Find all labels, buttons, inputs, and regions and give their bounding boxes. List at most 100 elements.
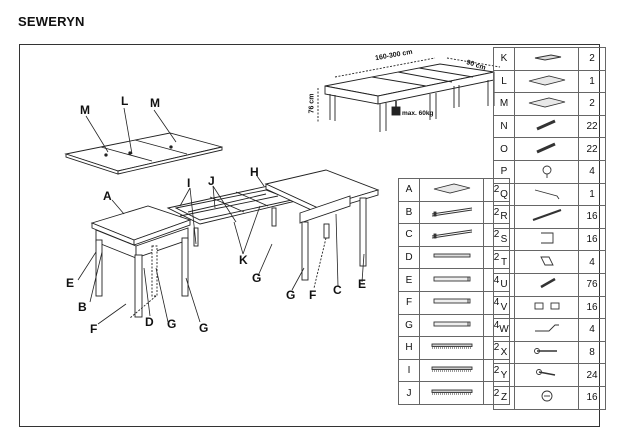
part-letter: T — [493, 250, 515, 274]
part-quantity: 76 — [578, 272, 606, 297]
callout-i: I — [187, 176, 191, 190]
part-letter: P — [493, 159, 515, 184]
callout-g: G — [199, 321, 209, 335]
part-letter: G — [398, 313, 420, 338]
parts-row: N 22 — [493, 114, 606, 139]
extension-panels-drawing — [64, 132, 223, 175]
part-letter: N — [493, 114, 515, 139]
clip-icon — [514, 318, 579, 342]
part-quantity: 24 — [578, 363, 606, 387]
part-quantity: 4 — [578, 159, 606, 184]
frame-rail-icon — [419, 200, 484, 225]
parts-row: R 16 — [493, 205, 606, 229]
wood-screw-icon — [514, 272, 579, 297]
angle-bracket-icon — [514, 250, 579, 274]
max-load-label: max. 60kg — [402, 110, 434, 117]
part-quantity: 16 — [578, 295, 606, 320]
part-letter: X — [493, 340, 515, 365]
slide-rail-icon — [419, 358, 484, 383]
part-quantity: 22 — [578, 114, 606, 139]
part-letter: Y — [493, 363, 515, 387]
part-letter: Z — [493, 385, 515, 410]
panel-icon — [514, 69, 579, 94]
callout-f: F — [90, 322, 98, 336]
cam-lock-icon — [514, 385, 579, 410]
part-letter: L — [493, 69, 515, 94]
part-letter: K — [493, 47, 515, 71]
assembled-table-drawing — [317, 57, 501, 132]
callout-b: B — [78, 300, 87, 314]
leg-icon — [419, 290, 484, 315]
small-plate-icon — [514, 47, 579, 71]
part-quantity: 16 — [578, 385, 606, 410]
part-quantity: 4 — [578, 318, 606, 342]
part-quantity: 22 — [578, 137, 606, 161]
barrel-nut-icon — [514, 295, 579, 320]
long-screw-icon — [514, 205, 579, 229]
callout-g: G — [167, 317, 177, 331]
part-quantity: 1 — [578, 182, 606, 207]
part-quantity: 16 — [578, 205, 606, 229]
part-letter: E — [398, 268, 420, 292]
part-quantity: 8 — [578, 340, 606, 365]
part-letter: R — [493, 205, 515, 229]
callout-k: K — [239, 253, 248, 267]
parts-row: V 16 — [493, 295, 606, 320]
parts-row: U 76 — [493, 272, 606, 297]
part-letter: W — [493, 318, 515, 342]
part-letter: H — [398, 336, 420, 360]
bracket-icon — [514, 227, 579, 252]
height-dimension: 76 cm — [308, 93, 316, 114]
allen-key-icon — [514, 182, 579, 207]
leg-icon — [419, 313, 484, 338]
part-quantity: 16 — [578, 227, 606, 252]
cam-bolt-icon — [514, 159, 579, 184]
part-letter: A — [398, 178, 420, 202]
callout-m: M — [80, 103, 90, 117]
panel-icon — [514, 92, 579, 116]
part-letter: U — [493, 272, 515, 297]
callout-j: J — [208, 174, 215, 188]
part-letter: J — [398, 381, 420, 405]
callout-m: M — [150, 96, 160, 110]
slide-rail-icon — [419, 381, 484, 405]
exploded-table-drawing — [90, 169, 380, 319]
callout-l: L — [121, 94, 129, 108]
rail-icon — [419, 245, 484, 270]
callout-e: E — [66, 276, 75, 290]
part-letter: I — [398, 358, 420, 383]
callout-g: G — [252, 271, 262, 285]
callout-g: G — [286, 288, 296, 302]
parts-row: Y 24 — [493, 363, 606, 387]
part-letter: B — [398, 200, 420, 225]
part-letter: C — [398, 223, 420, 247]
leader-lines — [77, 107, 365, 325]
part-quantity: 1 — [578, 69, 606, 94]
callout-f: F — [309, 288, 317, 302]
callout-e: E — [358, 277, 367, 291]
dowel-icon — [514, 137, 579, 161]
part-letter: V — [493, 295, 515, 320]
part-letter: F — [398, 290, 420, 315]
part-letter: S — [493, 227, 515, 252]
dowel-icon — [514, 114, 579, 139]
callout-a: A — [103, 189, 112, 203]
frame-rail-icon — [419, 223, 484, 247]
parts-row: S 16 — [493, 227, 606, 252]
leg-icon — [419, 268, 484, 292]
part-quantity: 2 — [578, 47, 606, 71]
part-letter: M — [493, 92, 515, 116]
part-letter: D — [398, 245, 420, 270]
screw-icon — [514, 363, 579, 387]
